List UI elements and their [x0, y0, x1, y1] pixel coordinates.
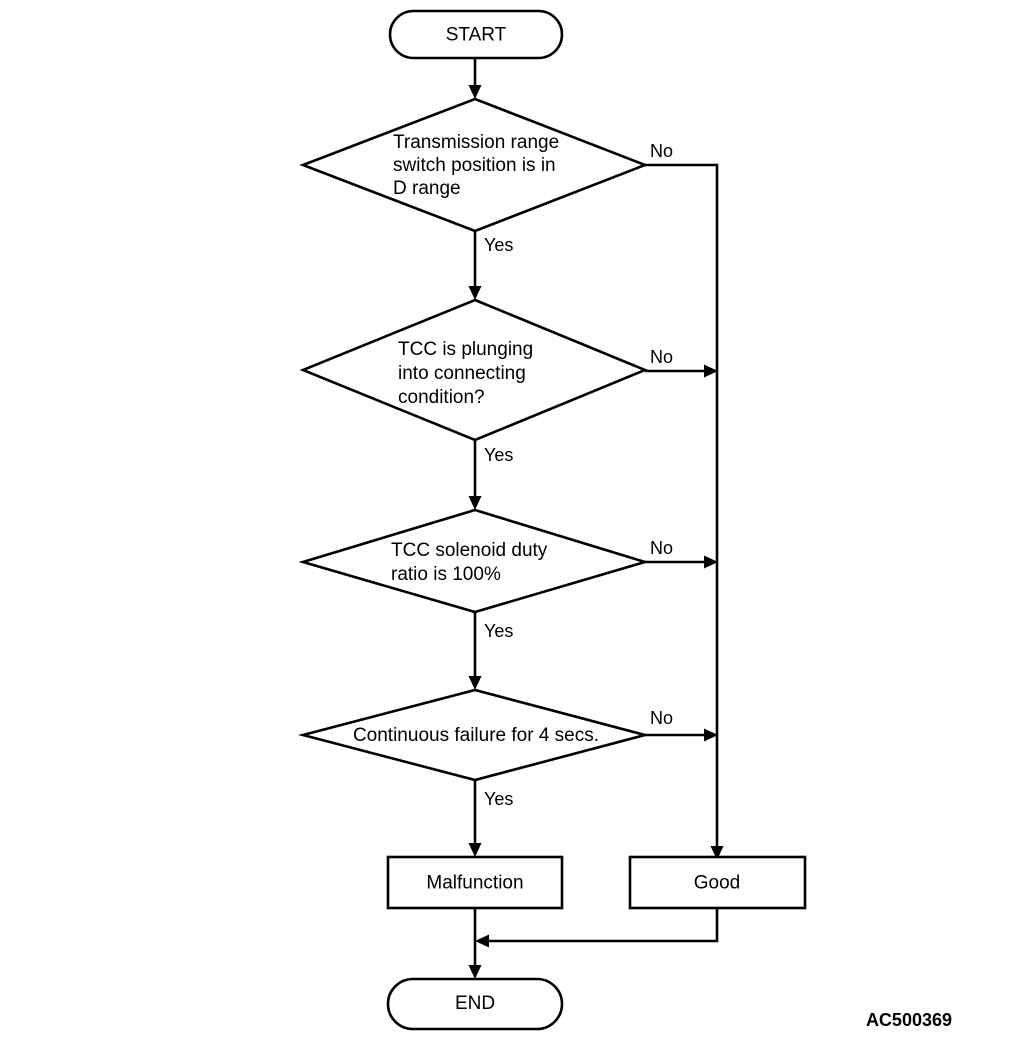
decision-duty-ratio-yes-label: Yes [484, 621, 513, 641]
decision-tcc-plunging-no-label: No [650, 347, 673, 367]
start-label: START [446, 25, 507, 46]
decision-continuous-failure-yes-label: Yes [484, 789, 513, 809]
figure-code: AC500369 [866, 1010, 952, 1030]
decision-duty-ratio-line-2: ratio is 100% [391, 564, 501, 585]
decision-tcc-plunging-line-3: condition? [398, 387, 485, 408]
arrowhead-down-icon [710, 846, 724, 860]
connector-decision-duty-ratio-no [645, 555, 718, 569]
arrowhead-down-icon [468, 965, 482, 979]
decision-continuous-failure-no-label: No [650, 708, 673, 728]
connector-decision-continuous-failure-no [645, 728, 718, 742]
node-decision-continuous-failure: Continuous failure for 4 secs. [297, 688, 651, 782]
connector-good-to-end-spine [475, 908, 719, 948]
connector-decision-tcc-plunging-no [645, 364, 718, 378]
arrowhead-down-icon [468, 85, 482, 99]
decision-range-yes-label: Yes [484, 235, 513, 255]
node-decision-duty-ratio: TCC solenoid duty ratio is 100% [298, 508, 650, 614]
decision-continuous-failure-line-1: Continuous failure for 4 secs. [353, 725, 599, 746]
connector-decision-tcc-plunging-yes [468, 440, 482, 510]
arrowhead-down-icon [468, 676, 482, 690]
arrowhead-right-icon [704, 555, 718, 569]
decision-duty-ratio-line-1: TCC solenoid duty [391, 540, 548, 561]
decision-tcc-plunging-line-1: TCC is plunging [398, 339, 533, 360]
malfunction-label: Malfunction [426, 873, 523, 894]
node-decision-range: Transmission range switch position is in… [299, 97, 649, 233]
node-end: END [386, 977, 564, 1031]
node-malfunction: Malfunction [386, 855, 564, 910]
decision-duty-ratio-no-label: No [650, 538, 673, 558]
arrowhead-right-icon [704, 364, 718, 378]
arrowhead-down-icon [468, 843, 482, 857]
arrowhead-right-icon [704, 728, 718, 742]
good-label: Good [694, 873, 740, 894]
connector-start-to-decision-range [468, 58, 482, 99]
end-label: END [455, 993, 495, 1014]
end-terminator-shape [386, 977, 564, 1031]
connector-decision-duty-ratio-yes [468, 612, 482, 690]
node-good: Good [628, 855, 807, 910]
decision-tcc-plunging-line-2: into connecting [398, 363, 526, 384]
decision-range-no-label: No [650, 141, 673, 161]
connector-malfunction-to-end [468, 908, 482, 979]
connector-decision-continuous-failure-yes [468, 780, 482, 857]
decision-range-line-2: switch position is in [393, 155, 556, 176]
malfunction-box-shape [386, 855, 564, 910]
decision-range-line-3: D range [393, 178, 461, 199]
node-start: START [388, 9, 564, 60]
node-decision-tcc-plunging: TCC is plunging into connecting conditio… [299, 298, 649, 442]
decision-range-line-1: Transmission range [393, 132, 559, 153]
connector-decision-range-no [645, 163, 724, 860]
connector-decision-range-yes [468, 231, 482, 300]
arrowhead-down-icon [468, 286, 482, 300]
good-box-shape [628, 855, 807, 910]
arrowhead-down-icon [468, 496, 482, 510]
decision-tcc-plunging-yes-label: Yes [484, 445, 513, 465]
arrowhead-left-icon [475, 934, 489, 948]
